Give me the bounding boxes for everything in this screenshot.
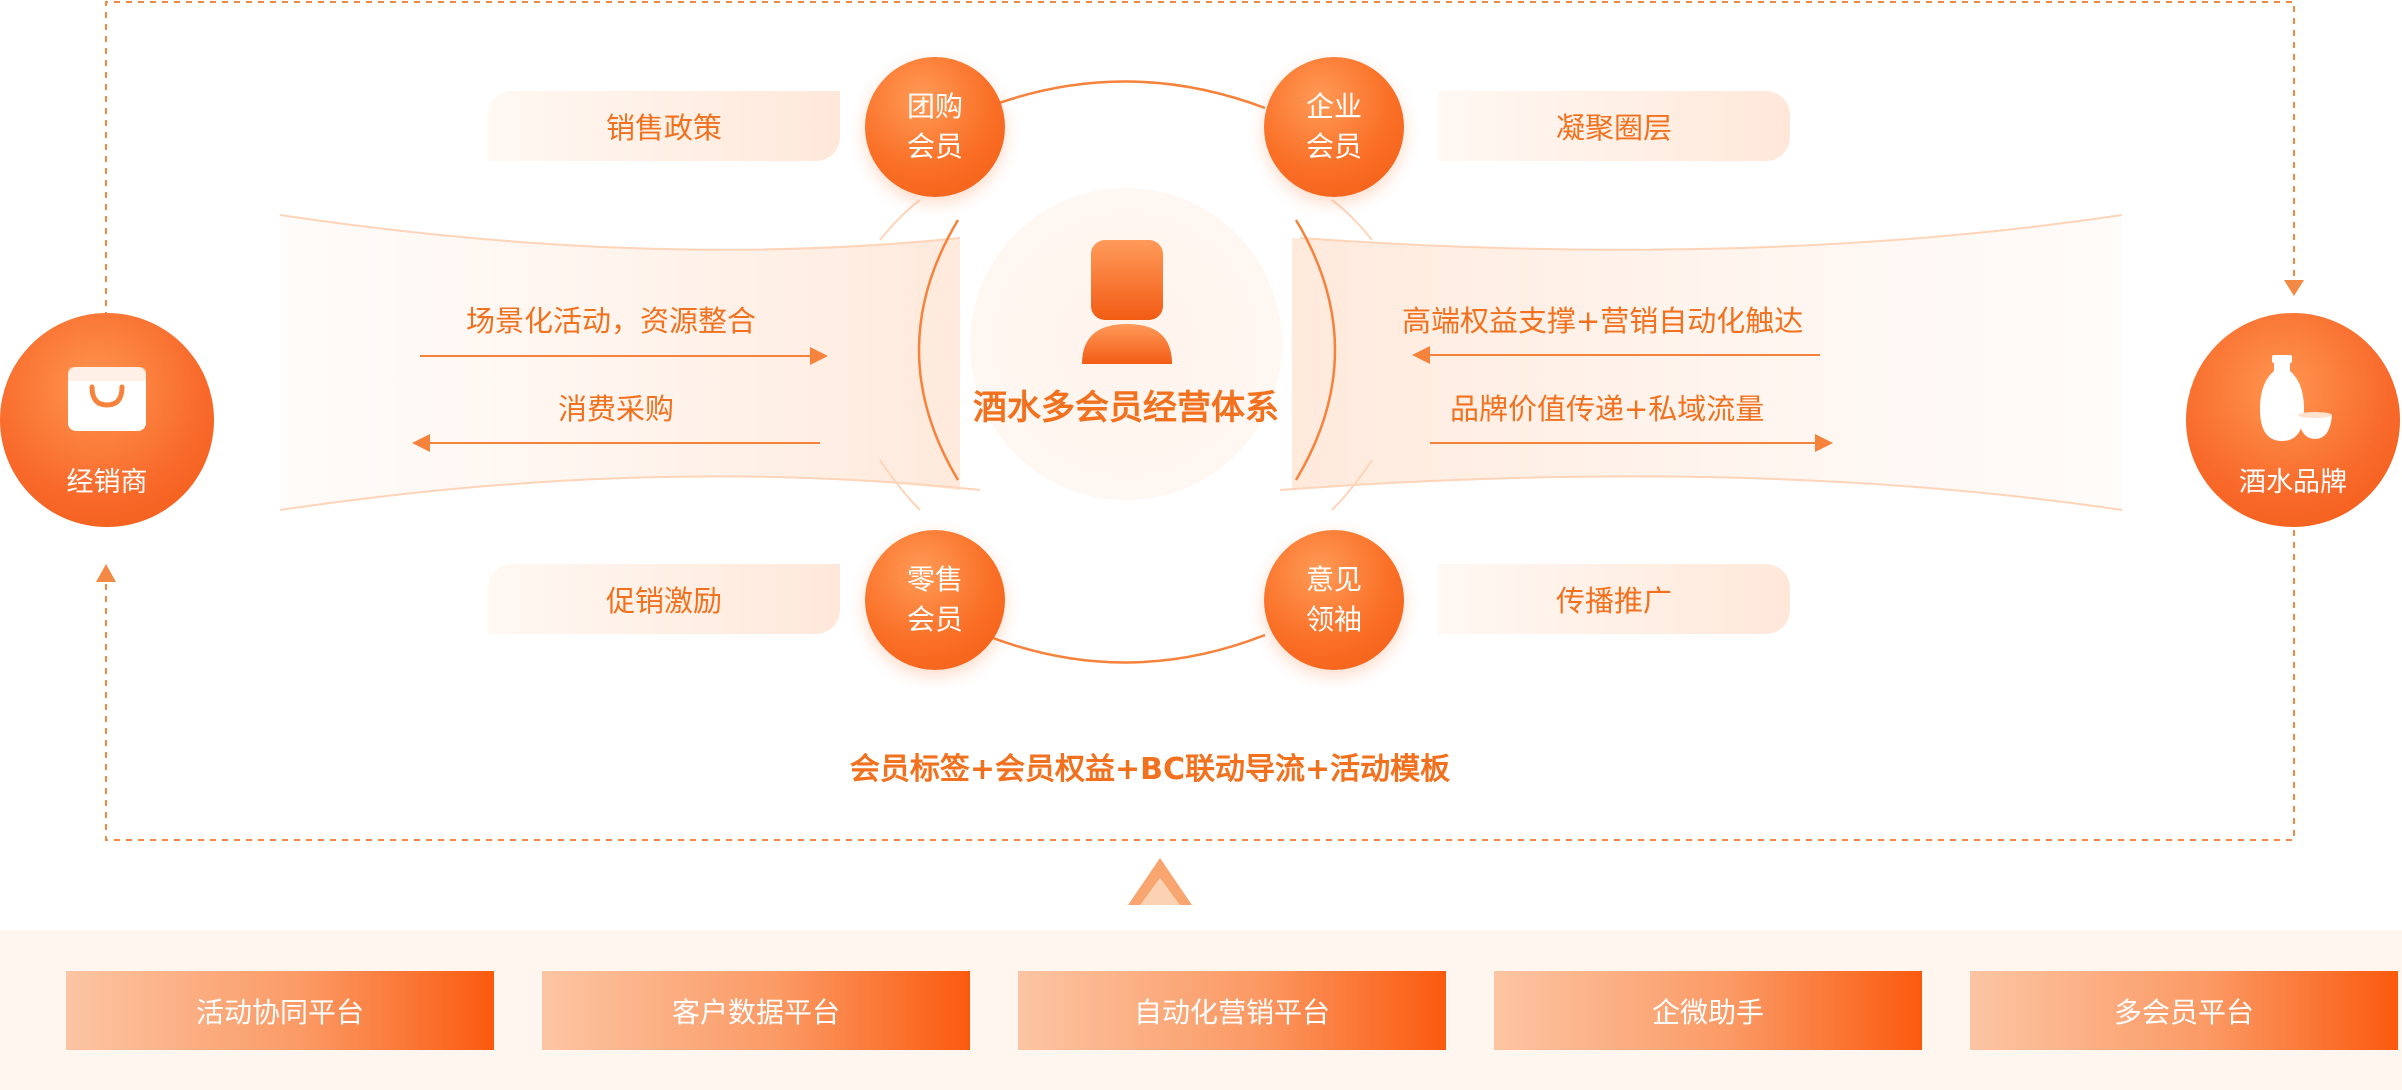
member-enterprise[interactable]: 企业 会员 <box>1264 57 1404 197</box>
member-retail[interactable]: 零售 会员 <box>865 530 1005 670</box>
right-flow-band <box>1292 215 2122 510</box>
member-label-line1: 团购 <box>906 90 963 123</box>
platform-wecom-assistant[interactable]: 企微助手 <box>1494 971 1922 1050</box>
shopping-bag-icon <box>66 361 148 433</box>
platform-multi-member[interactable]: 多会员平台 <box>1970 971 2398 1050</box>
bottom-orbit-arc <box>984 633 1266 664</box>
pill-circle-cohesion: 凝聚圈层 <box>1438 91 1790 161</box>
dealer-label: 经销商 <box>66 467 148 498</box>
capability-tagline: 会员标签+会员权益+BC联动导流+活动模板 <box>849 752 1451 787</box>
arrow-right-bottom <box>1430 434 1833 452</box>
liquor-bottle-icon <box>2258 353 2334 445</box>
frame-arrow-down <box>2284 280 2304 296</box>
arrow-left-bottom <box>412 434 820 452</box>
dealer-node[interactable]: 经销商 <box>0 313 214 527</box>
flow-text-right-bottom: 品牌价值传递+私域流量 <box>1450 392 1765 426</box>
member-label-line1: 意见 <box>1305 563 1362 596</box>
left-flow-band <box>280 215 960 510</box>
member-group-buy[interactable]: 团购 会员 <box>865 57 1005 197</box>
platform-marketing-automation[interactable]: 自动化营销平台 <box>1018 971 1446 1050</box>
left-orbit-arc <box>917 219 960 481</box>
dashed-frame <box>105 1 2295 841</box>
liquor-brand-node[interactable]: 酒水品牌 <box>2186 313 2400 527</box>
member-label-line1: 企业 <box>1305 90 1362 123</box>
flow-text-left-top: 场景化活动，资源整合 <box>466 304 757 338</box>
member-opinion-leader[interactable]: 意见 领袖 <box>1264 530 1404 670</box>
pill-spread-promotion: 传播推广 <box>1438 564 1790 634</box>
up-chevron-icon <box>1128 858 1192 905</box>
top-orbit-arc <box>984 80 1266 110</box>
flow-text-left-bottom: 消费采购 <box>558 392 675 426</box>
right-orbit-arc <box>1294 219 1337 481</box>
pill-promotion-incentive: 促销激励 <box>488 564 840 634</box>
arrow-right-top <box>1412 346 1820 364</box>
flow-text-right-top: 高端权益支撑+营销自动化触达 <box>1402 304 1804 338</box>
member-label-line2: 会员 <box>906 130 963 163</box>
member-label-line2: 会员 <box>1305 130 1362 163</box>
core-title: 酒水多会员经营体系 <box>973 388 1279 428</box>
member-label-line2: 会员 <box>906 603 963 636</box>
member-label-line1: 零售 <box>906 563 963 596</box>
platform-customer-data[interactable]: 客户数据平台 <box>542 971 970 1050</box>
pill-sales-policy: 销售政策 <box>488 91 840 161</box>
liquor-brand-label: 酒水品牌 <box>2239 467 2347 498</box>
platform-activity-collaboration[interactable]: 活动协同平台 <box>66 971 494 1050</box>
arrow-left-top <box>420 347 828 365</box>
member-label-line2: 领袖 <box>1305 603 1362 636</box>
person-icon <box>1078 240 1176 364</box>
frame-arrow-up <box>96 564 116 582</box>
